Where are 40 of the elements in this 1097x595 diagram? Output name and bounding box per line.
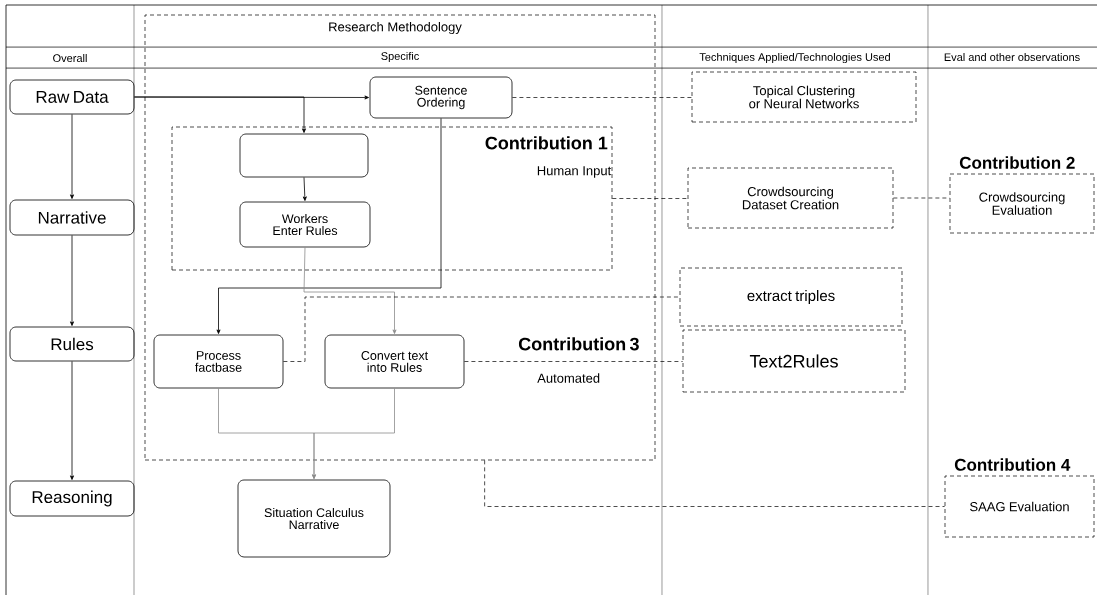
column-header: Overall: [53, 53, 87, 63]
arrow: [70, 114, 74, 199]
connector-line: [893, 197, 950, 199]
evaluation-box: SAAG Evaluation: [944, 475, 1095, 538]
arrow: [70, 361, 74, 480]
contribution-heading: Contribution 2: [959, 156, 1075, 169]
process-box: Situation Calculus Narrative: [237, 479, 391, 558]
arrow: [302, 177, 307, 201]
contribution-heading: Contribution 1: [485, 136, 608, 150]
arrow: [303, 247, 397, 334]
connector-line: [464, 361, 683, 362]
process-box: Narrative: [9, 199, 135, 236]
arrow: [216, 118, 442, 334]
arrow: [312, 388, 395, 479]
contribution-subtitle: Human Input: [537, 166, 612, 178]
connector-line: [612, 198, 688, 199]
process-box: Sentence Ordering: [369, 76, 513, 119]
contribution-heading: Contribution 3: [518, 337, 639, 351]
technique-box: extract triples: [679, 267, 903, 327]
technique-box: Topical Clustering or Neural Networks: [691, 71, 917, 123]
contribution-heading: Contribution 4: [954, 458, 1071, 471]
arrow: [70, 235, 74, 326]
process-box: Rules: [9, 326, 135, 362]
process-box: [239, 133, 369, 178]
column-header: Specific: [381, 51, 419, 63]
evaluation-box: Crowdsourcing Evaluation: [949, 173, 1095, 234]
technique-box: Text2Rules: [682, 329, 906, 393]
section-heading: Research Methodology: [329, 21, 462, 35]
column-header: Eval and other observations: [944, 52, 1080, 62]
process-box: Raw Data: [9, 79, 135, 115]
connector-line: [484, 460, 945, 507]
process-box: Convert text into Rules: [324, 334, 465, 389]
contribution-note: Automated: [537, 373, 600, 383]
process-box: Workers Enter Rules: [239, 201, 371, 248]
process-box: Process factbase: [153, 334, 284, 389]
connector-line: [512, 97, 692, 98]
technique-box: Crowdsourcing Dataset Creation: [687, 167, 894, 229]
connector-line: [283, 296, 680, 362]
arrow: [134, 96, 306, 133]
process-box: Reasoning: [9, 480, 135, 517]
